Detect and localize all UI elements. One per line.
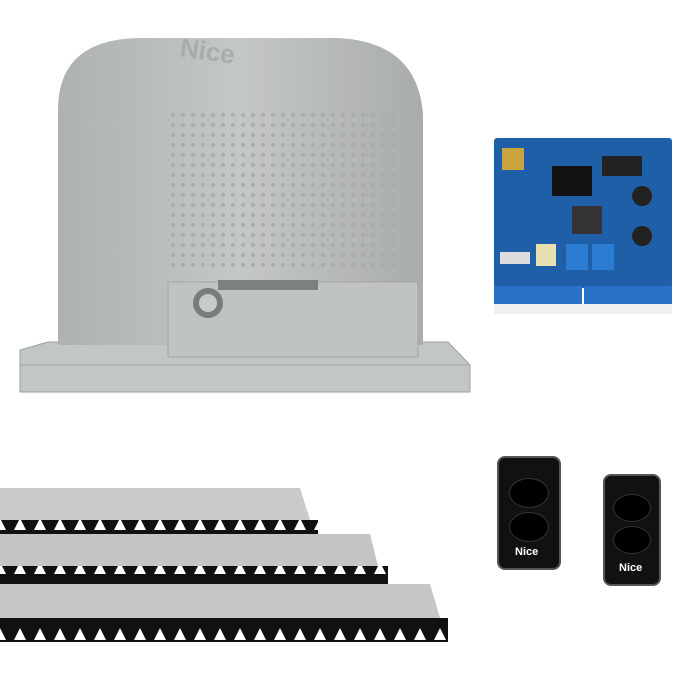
rack-3 (0, 584, 448, 642)
remote-logo: Nice (619, 562, 643, 574)
rack-1 (0, 488, 318, 542)
remote-control-1: Nice (497, 456, 561, 570)
gate-motor (18, 20, 473, 400)
gear-racks (0, 486, 450, 666)
remote-button-bottom (613, 526, 651, 554)
remote-control-2: Nice (603, 474, 661, 586)
remote-logo: Nice (515, 546, 539, 558)
remote-button-top (613, 494, 651, 522)
remote-button-bottom (509, 512, 549, 542)
rack-2 (0, 534, 388, 588)
remote-button-top (509, 478, 549, 508)
control-board (492, 136, 674, 316)
